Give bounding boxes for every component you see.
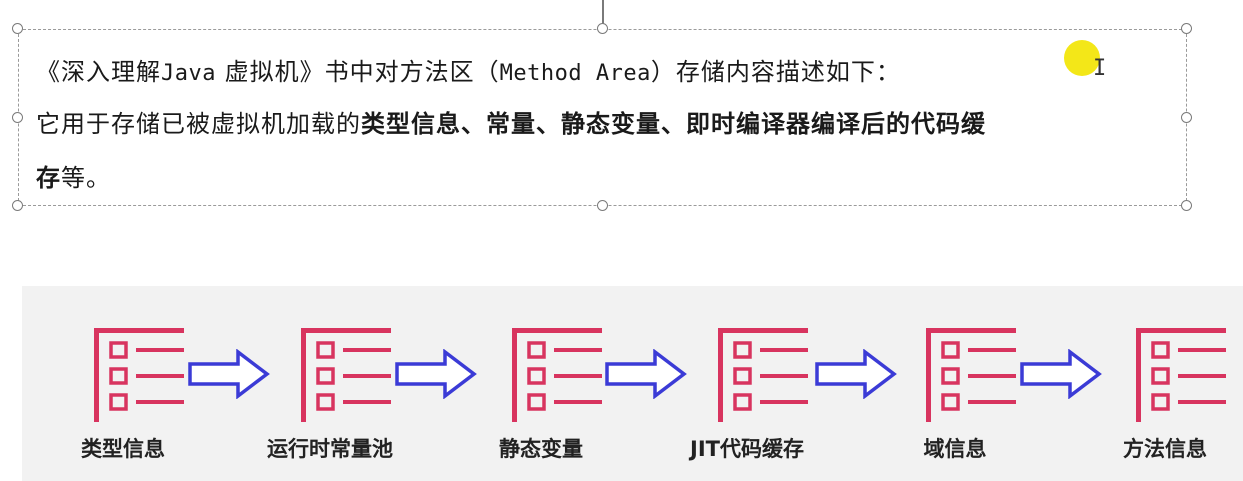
resize-handle-top-left[interactable] xyxy=(12,23,23,34)
line2-bold: 类型信息、常量、静态变量、即时编译器编译后的代码缓 xyxy=(361,109,986,138)
list-icon xyxy=(1136,328,1226,422)
diagram-label: JIT代码缓存 xyxy=(690,437,804,461)
list-icon xyxy=(718,328,808,422)
diagram-label: 方法信息 xyxy=(1123,437,1207,461)
line3-plain: 等。 xyxy=(61,164,111,192)
resize-handle-bottom-left[interactable] xyxy=(12,200,23,211)
rotate-handle-line[interactable] xyxy=(602,0,604,24)
line1-suffix: ）存储内容描述如下： xyxy=(650,58,901,86)
resize-handle-bottom-right[interactable] xyxy=(1181,200,1192,211)
right-arrow-icon xyxy=(188,349,270,399)
diagram-label: 静态变量 xyxy=(499,437,583,461)
resize-handle-bottom-middle[interactable] xyxy=(597,200,608,211)
diagram-label: 运行时常量池 xyxy=(267,437,393,461)
list-icon xyxy=(94,328,184,422)
line2-plain: 它用于存储已被虚拟机加载的 xyxy=(36,110,361,138)
resize-handle-middle-right[interactable] xyxy=(1181,112,1192,123)
diagram-label: 域信息 xyxy=(923,437,987,461)
text-cursor-ibeam: I xyxy=(1093,56,1107,81)
text-line-3[interactable]: 存等。 xyxy=(36,158,111,193)
list-icon xyxy=(301,328,391,422)
line1-java-word: Java xyxy=(161,61,216,86)
resize-handle-middle-left[interactable] xyxy=(12,112,23,123)
line3-bold: 存 xyxy=(36,163,61,192)
line1-method-area: Method Area xyxy=(499,61,651,86)
list-icon xyxy=(512,328,602,422)
line1-mid: 虚拟机》书中对方法区（ xyxy=(215,58,500,86)
text-line-1[interactable]: 《深入理解Java 虚拟机》书中对方法区（Method Area）存储内容描述如… xyxy=(36,52,901,87)
diagram-label: 类型信息 xyxy=(81,437,165,461)
list-icon xyxy=(926,328,1016,422)
cursor-highlight xyxy=(1064,40,1100,76)
method-area-diagram: 类型信息 运行时常量池 静态变量 JIT代码缓存 域信息 方法信息 xyxy=(22,286,1243,481)
right-arrow-icon xyxy=(395,349,477,399)
right-arrow-icon xyxy=(1020,349,1102,399)
resize-handle-top-middle[interactable] xyxy=(597,23,608,34)
right-arrow-icon xyxy=(815,349,897,399)
line1-prefix: 《深入理解 xyxy=(36,58,161,86)
right-arrow-icon xyxy=(605,349,687,399)
text-line-2[interactable]: 它用于存储已被虚拟机加载的类型信息、常量、静态变量、即时编译器编译后的代码缓 xyxy=(36,104,986,139)
resize-handle-top-right[interactable] xyxy=(1181,23,1192,34)
